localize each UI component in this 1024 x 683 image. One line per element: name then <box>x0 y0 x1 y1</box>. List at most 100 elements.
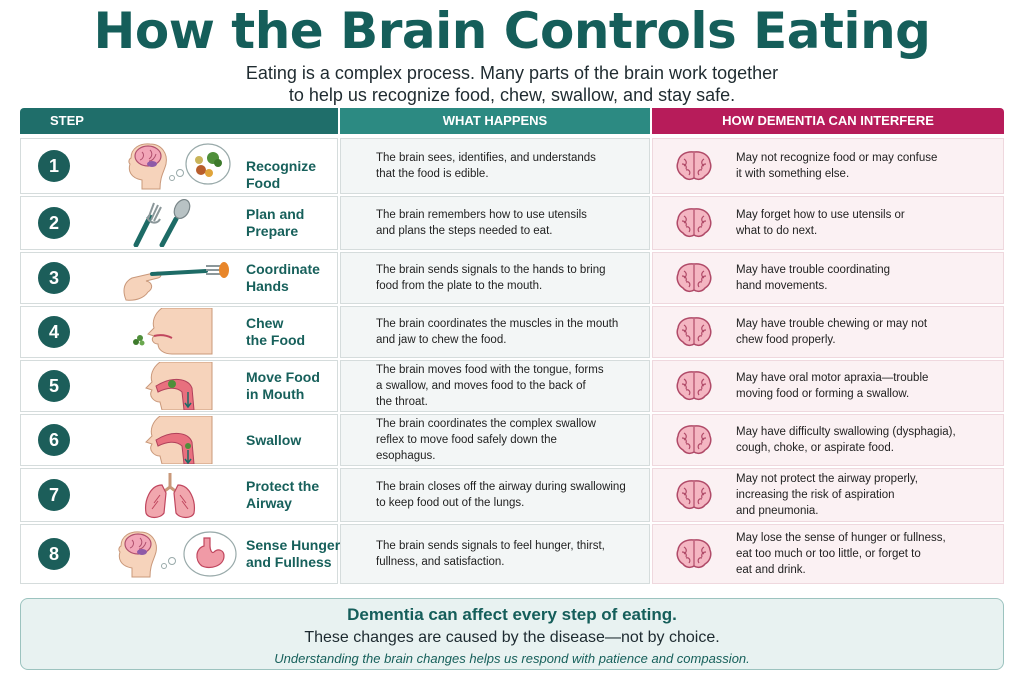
what-happens-text: The brain moves food with the tongue, fo… <box>376 362 648 410</box>
dementia-line-2: eat too much or too little, or forget to <box>736 548 921 560</box>
what-happens-cell <box>340 196 650 250</box>
step-name-line-2: and Fullness <box>246 554 332 570</box>
step-number: 5 <box>38 370 70 402</box>
dementia-line-1: May forget how to use utensils or <box>736 209 905 221</box>
step-name-line-2: in Mouth <box>246 386 305 402</box>
dementia-text: May have trouble chewing or may not chew … <box>736 316 998 348</box>
what-happens-cell <box>340 306 650 358</box>
what-line-1: The brain moves food with the tongue, fo… <box>376 364 604 376</box>
brain-icon <box>674 369 714 403</box>
step-cell <box>20 252 338 304</box>
what-line-3: esophagus. <box>376 450 436 462</box>
brain-icon <box>674 261 714 295</box>
footer-headline: Dementia can affect every step of eating… <box>347 605 677 624</box>
dementia-line-1: May not recognize food or may confuse <box>736 152 938 164</box>
step-name-line-1: Chew <box>246 315 284 331</box>
header-what-happens: WHAT HAPPENS <box>340 108 650 134</box>
step-cell <box>20 524 338 584</box>
dementia-text: May have difficulty swallowing (dysphagi… <box>736 424 998 456</box>
hand-fork-icon <box>102 254 242 302</box>
page-title: How the Brain Controls Eating <box>93 2 931 60</box>
step-number: 6 <box>38 424 70 456</box>
what-line-1: The brain sends signals to the hands to … <box>376 264 606 276</box>
dementia-line-1: May have trouble chewing or may not <box>736 318 928 330</box>
what-happens-text: The brain sends signals to feel hunger, … <box>376 538 648 570</box>
dementia-line-2: it with something else. <box>736 168 850 180</box>
brain-icon <box>674 149 714 183</box>
dementia-line-2: moving food or forming a swallow. <box>736 388 910 400</box>
what-line-1: The brain remembers how to use utensils <box>376 209 587 221</box>
what-line-2: that the food is edible. <box>376 168 489 180</box>
what-line-3: the throat. <box>376 396 428 408</box>
step-name-line-1: Coordinate <box>246 261 320 277</box>
what-happens-cell <box>340 360 650 412</box>
lungs-icon <box>102 471 242 519</box>
step-name-line-1: Move Food <box>246 369 320 385</box>
step-number: 8 <box>38 538 70 570</box>
step-name-line-2: Airway <box>246 495 292 511</box>
what-happens-text: The brain coordinates the muscles in the… <box>376 316 648 348</box>
what-line-2: a swallow, and moves food to the back of <box>376 380 586 392</box>
step-name-line-2: Hands <box>246 278 289 294</box>
brain-icon <box>674 423 714 457</box>
dementia-text: May have oral motor apraxia—trouble movin… <box>736 370 998 402</box>
what-happens-text: The brain coordinates the complex swallo… <box>376 416 648 464</box>
step-name-line-1: Plan and <box>246 206 305 222</box>
dementia-line-1: May lose the sense of hunger or fullness… <box>736 532 946 544</box>
brain-icon <box>674 478 714 512</box>
what-line-2: to keep food out of the lungs. <box>376 497 525 509</box>
subtitle-line-2: to help us recognize food, chew, swallow… <box>288 85 736 105</box>
step-number: 4 <box>38 316 70 348</box>
step-name: Swallow <box>246 432 346 449</box>
throat-swallow-icon <box>102 415 242 465</box>
footer-note: Understanding the brain changes helps us… <box>274 651 750 666</box>
dementia-text: May lose the sense of hunger or fullness… <box>736 530 998 578</box>
dementia-line-3: and pneumonia. <box>736 505 819 517</box>
fork-spoon-icon <box>102 198 242 248</box>
dementia-line-2: cough, choke, or aspirate food. <box>736 442 894 454</box>
what-happens-cell <box>340 468 650 522</box>
header-dementia: HOW DEMENTIA CAN INTERFERE <box>652 108 1004 134</box>
what-line-1: The brain closes off the airway during s… <box>376 481 626 493</box>
dementia-line-2: chew food properly. <box>736 334 836 346</box>
header-step: STEP <box>20 108 338 134</box>
dementia-line-1: May have oral motor apraxia—trouble <box>736 372 929 384</box>
brain-icon <box>674 206 714 240</box>
step-number: 2 <box>38 207 70 239</box>
dementia-text: May not protect the airway properly,incr… <box>736 471 998 519</box>
step-name-line-1: Recognize Food <box>246 157 317 191</box>
what-line-1: The brain coordinates the complex swallo… <box>376 418 596 430</box>
step-name-line-2: Prepare <box>246 223 299 239</box>
head-brain-food-icon <box>102 142 242 190</box>
what-line-2: and plans the steps needed to eat. <box>376 225 553 237</box>
footer-statement: These changes are caused by the disease—… <box>304 629 720 646</box>
step-name-line-1: Swallow <box>246 431 302 448</box>
what-happens-text: The brain sees, identifies, and understa… <box>376 150 648 182</box>
footer-callout: Dementia can affect every step of eating… <box>20 598 1004 670</box>
what-happens-cell <box>340 138 650 194</box>
what-line-1: The brain sees, identifies, and understa… <box>376 152 596 164</box>
brain-icon <box>674 537 714 571</box>
step-name-line-1: Protect the <box>246 478 320 494</box>
step-name-line-1: Sense Hunger <box>246 537 341 553</box>
what-happens-cell <box>340 252 650 304</box>
eating-steps-table: STEP WHAT HAPPENS HOW DEMENTIA CAN INTER… <box>20 108 1004 588</box>
step-number: 7 <box>38 479 70 511</box>
dementia-line-1: May have trouble coordinating <box>736 264 891 276</box>
what-line-2: food from the plate to the mouth. <box>376 280 543 292</box>
dementia-line-3: eat and drink. <box>736 564 806 576</box>
